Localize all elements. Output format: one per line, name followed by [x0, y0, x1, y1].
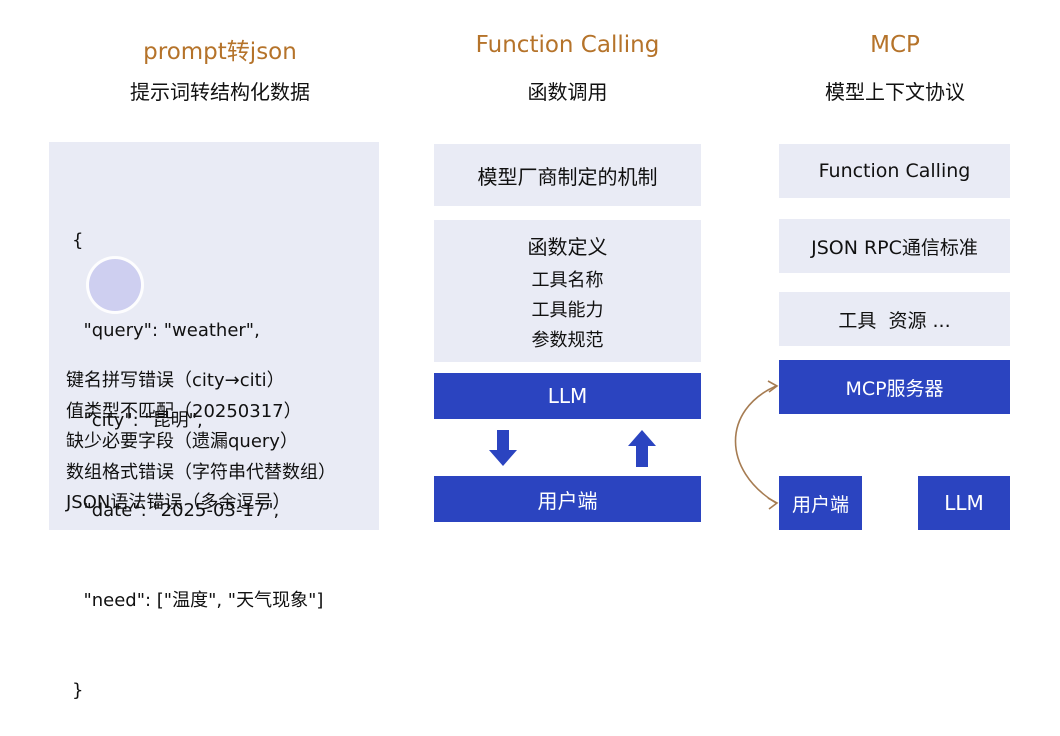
fc-client-box: 用户端	[434, 476, 701, 522]
column-title-function-calling: Function Calling	[475, 32, 660, 58]
arrows-layer	[489, 380, 779, 510]
error-item: 缺少必要字段（遗漏query）	[66, 431, 298, 452]
column-subtitle-function-calling: 函数调用	[527, 80, 608, 104]
json-line: "city": "昆明",	[72, 410, 203, 431]
mcp-connector-arrow	[734, 380, 779, 510]
mcp-function-calling-box: Function Calling	[779, 144, 1010, 198]
down-arrow-icon	[489, 430, 517, 466]
fc-llm-box: LLM	[434, 373, 701, 419]
mcp-llm-box: LLM	[918, 476, 1010, 530]
mcp-client-box: 用户端	[779, 476, 862, 530]
up-arrow-icon	[628, 430, 656, 467]
mcp-json-rpc-box: JSON RPC通信标准	[779, 219, 1010, 273]
cursor-highlight-circle	[86, 256, 144, 314]
json-line: "query": "weather",	[72, 320, 260, 341]
json-line: }	[72, 680, 84, 701]
error-item: 数组格式错误（字符串代替数组）	[66, 461, 336, 483]
json-panel	[49, 142, 379, 530]
column-subtitle-mcp: 模型上下文协议	[825, 80, 965, 104]
json-line: "need": ["温度", "天气现象"]	[72, 590, 324, 611]
error-item: 值类型不匹配（20250317）	[66, 400, 302, 422]
error-item: JSON语法错误（多余逗号）	[66, 492, 291, 513]
function-definition-item: 参数规范	[531, 330, 604, 351]
function-definition-item: 工具名称	[531, 270, 604, 291]
mcp-server-box: MCP服务器	[779, 360, 1010, 414]
json-line: {	[72, 230, 84, 251]
mcp-tools-resources-box: 工具 资源 ...	[779, 292, 1010, 346]
column-subtitle-prompt-json: 提示词转结构化数据	[130, 80, 310, 104]
function-definition-title: 函数定义	[527, 235, 608, 259]
function-definition-box: 函数定义 工具名称 工具能力 参数规范	[434, 220, 701, 362]
column-title-mcp: MCP	[870, 32, 920, 58]
error-item: 键名拼写错误（city→citi）	[66, 370, 285, 391]
column-title-prompt-json: prompt转json	[143, 39, 297, 65]
function-definition-item: 工具能力	[531, 300, 604, 321]
vendor-mechanism-box: 模型厂商制定的机制	[434, 144, 701, 206]
json-line: "date": "2025-03-17",	[72, 500, 280, 521]
error-list: 键名拼写错误（city→citi） 值类型不匹配（20250317） 缺少必要字…	[66, 366, 336, 519]
